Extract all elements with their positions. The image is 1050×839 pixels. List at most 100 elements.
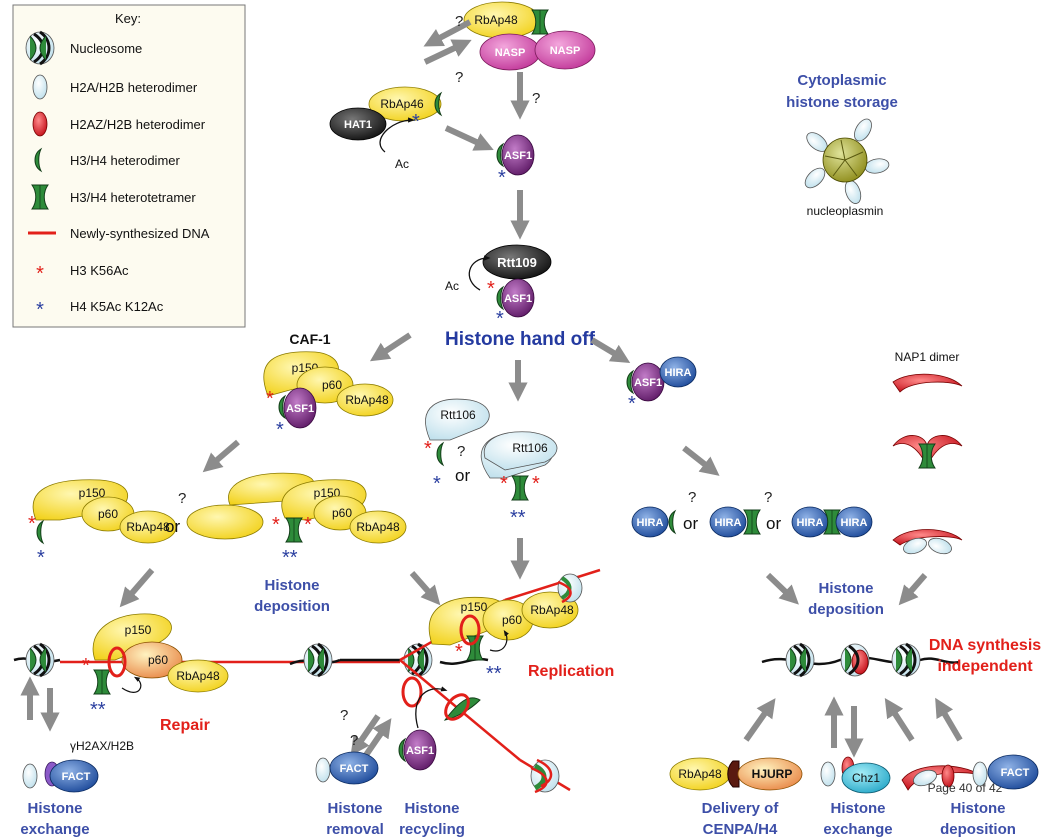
h4-acetyl-hira: * [628, 393, 636, 415]
recycled-tetramer [443, 697, 481, 721]
h2a-h2b-nap1-a [903, 537, 927, 555]
histone-hand-off-heading: Histone hand off [445, 329, 596, 350]
hjurp-complex: RbAp48 HJURP [669, 757, 803, 791]
p150-replication-label: p150 [461, 600, 488, 614]
rbap48-caf1-label: RbAp48 [345, 393, 389, 407]
key-title: Key: [115, 11, 141, 26]
nucleosome-replication-new [530, 758, 560, 794]
p60-repair [121, 641, 183, 679]
histone-recycling-heading-1: Histone [404, 800, 459, 817]
blue-asterisk-icon: * [36, 299, 44, 321]
rbap48-monomer [119, 510, 177, 544]
repair-dna-loop [107, 646, 127, 678]
replication-loop-1 [401, 676, 423, 708]
nasp-right-label: NASP [550, 45, 581, 57]
rbap48-dimer-label: RbAp48 [356, 520, 400, 534]
removal-down-arrow [350, 714, 381, 756]
caf1-dimer-left-a [186, 504, 264, 540]
caf1-to-repair-arrow [119, 568, 155, 608]
fact-removal-complex: FACT [315, 751, 379, 785]
asf1-caf1-label: ASF1 [286, 403, 314, 415]
key-label-h2az-h2b: H2AZ/H2B heterodimer [70, 117, 206, 132]
fact-exchange-label: FACT [62, 771, 91, 783]
p60-caf1-label: p60 [322, 378, 342, 392]
p60-monomer-label: p60 [98, 507, 118, 521]
nucleoplasmin-icon [804, 118, 890, 204]
chz1 [841, 762, 891, 794]
nap1-label: NAP1 dimer [895, 350, 960, 364]
q-nasp-2: ? [455, 69, 463, 86]
fact-dsi [987, 754, 1039, 790]
caf1-label: CAF-1 [289, 331, 330, 347]
histone-exchange-heading-2: exchange [20, 821, 89, 838]
q-caf1: ? [178, 490, 186, 507]
q-nasp-3: ? [532, 90, 540, 107]
q-removal-1: ? [340, 707, 348, 724]
rtt109-label: Rtt109 [497, 255, 537, 270]
dsi-exchange-heading-2: exchange [823, 821, 892, 838]
red-asterisk-icon: * [36, 263, 44, 285]
p60-dimer-label: p60 [332, 506, 352, 520]
repair-heading: Repair [160, 717, 210, 734]
dsi-deposition-arrow-2 [935, 697, 963, 742]
fact-gh2ax-complex: FACT [22, 759, 99, 793]
h3-k56ac-rtt106-b: * [532, 473, 540, 495]
hat1 [329, 107, 387, 141]
handoff-to-hira-arrow [590, 337, 631, 363]
or-hira-1: or [683, 514, 698, 533]
h4-acetyl-rtt106-tetramer: ** [510, 507, 526, 529]
nucleosome-dsi-3 [890, 642, 922, 678]
h2a-h2b-bottom [913, 769, 937, 787]
caf1-dimer-state: p150 p60 RbAp48 * * ** [186, 472, 407, 569]
histone-deposition-heading-2: deposition [254, 598, 330, 615]
p150-repair-label: p150 [125, 623, 152, 637]
rbap48-top-label: RbAp48 [474, 13, 518, 27]
repair-chromatin: p150 p60 RbAp48 * ** [13, 613, 489, 721]
asf1-hira-label: ASF1 [634, 377, 662, 389]
page-number-label: Page 40 of 42 [928, 781, 1003, 795]
key-label-new-dna: Newly-synthesized DNA [70, 226, 210, 241]
fact-removal-label: FACT [340, 763, 369, 775]
replication-heading: Replication [528, 663, 614, 680]
ac-label-rtt109: Ac [445, 279, 459, 293]
h3-k56ac-dimer-b: * [304, 514, 312, 536]
rtt106-monomer-label: Rtt106 [440, 408, 476, 422]
hira-state-3b [835, 506, 873, 538]
h4-acetyl-monomer: * [37, 547, 45, 569]
rbap48-caf1 [336, 383, 394, 417]
rtt106-dimer-front [483, 431, 558, 471]
key-label-h2a-h2b: H2A/H2B heterodimer [70, 80, 198, 95]
hjurp-label: HJURP [752, 767, 793, 781]
h3-k56ac-rtt106-a: * [500, 473, 508, 495]
asf1-top-label: ASF1 [504, 150, 532, 162]
dsi-exchange-heading-1: Histone [830, 800, 885, 817]
dsi-deposition-heading-2: deposition [808, 601, 884, 618]
hira-asf1-label: HIRA [665, 367, 692, 379]
rtt106-monomer [425, 398, 490, 441]
key-label-h3-h4-tetramer: H3/H4 heterotetramer [70, 190, 196, 205]
asf1-recycling [403, 729, 437, 771]
delivery-heading-1: Delivery of [702, 800, 780, 817]
h2a-h2b-heterodimer-icon [32, 74, 48, 100]
nap1-fact-deposition: Page 40 of 42 FACT [901, 754, 1039, 795]
rtt109-complex: Rtt109 ASF1 * * Ac [445, 244, 552, 330]
q-hira-1: ? [688, 489, 696, 506]
cenpa-h4-dimer [727, 760, 740, 788]
h3-h4-tetramer-dimer [285, 517, 303, 543]
hira-asf1-complex: ASF1 HIRA * [626, 356, 697, 415]
hira-states: HIRA ? or HIRA ? or HIRA HIRA [631, 489, 873, 538]
q-rtt106: ? [457, 443, 465, 460]
h3-h4-tetramer-repair [93, 669, 111, 695]
hat1-acetylation-arrow [379, 117, 415, 153]
rbap48-repair [167, 659, 229, 693]
h2a-h2b-nap1-b [928, 537, 952, 555]
nasp-right [534, 30, 596, 70]
asf1-recycling-label: ASF1 [406, 745, 434, 757]
rtt106-dimer-label: Rtt106 [512, 441, 548, 455]
p60-repair-label: p60 [148, 653, 168, 667]
h2a-h2b-chz1 [820, 761, 836, 787]
caf1-to-deposition-arrow [202, 439, 240, 473]
nucleosome-dsi-1 [784, 642, 816, 678]
